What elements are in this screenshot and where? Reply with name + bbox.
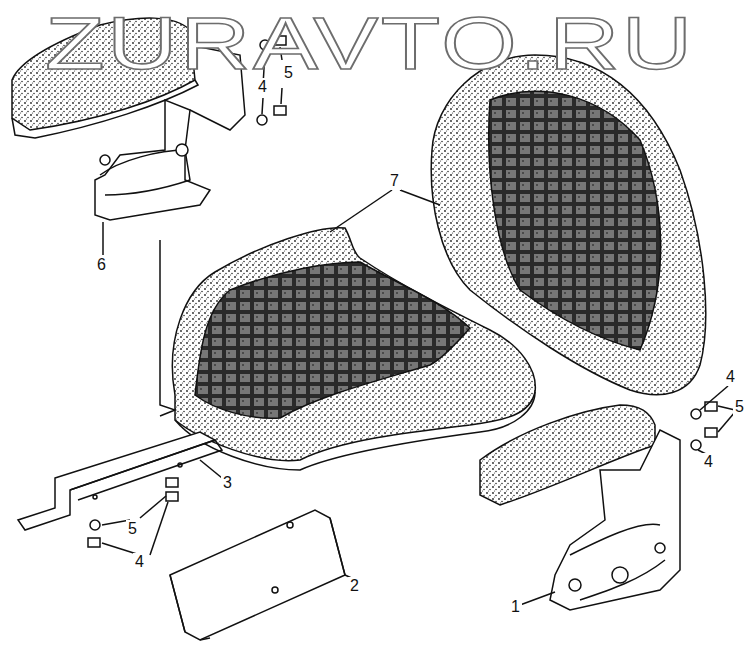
callout-number: 3 [221,474,234,492]
callout-number: 4 [256,78,269,96]
callout-number: 4 [724,368,737,386]
callout-number: 6 [95,256,108,274]
callout-number: 7 [388,172,401,190]
watermark: ZURAVTO.RU [45,6,695,80]
callout-number: 1 [509,598,522,616]
callout-number: 2 [348,577,361,595]
callout-number: 5 [733,398,746,416]
callout-number: 4 [133,553,146,571]
callout-number: 4 [702,453,715,471]
callout-number: 5 [282,64,295,82]
callout-number: 5 [126,520,139,538]
